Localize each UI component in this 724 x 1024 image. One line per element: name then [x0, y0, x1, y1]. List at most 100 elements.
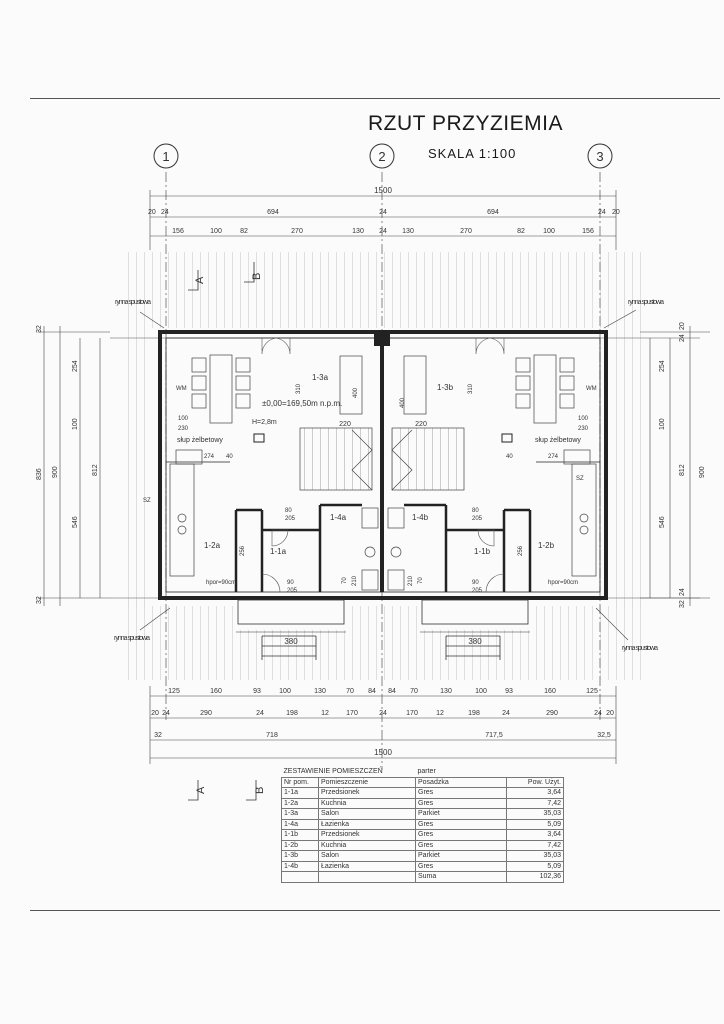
dim-label: 24	[379, 228, 387, 235]
cell-floor: Gres	[415, 797, 507, 809]
dim-label: 900	[52, 466, 59, 478]
sofa-a	[339, 355, 363, 415]
pillar-label-a: słup żelbetowy	[177, 437, 223, 444]
dim-label: 694	[267, 209, 279, 216]
axis-bubble-3: 3	[587, 143, 613, 169]
room-tag: 1-4a	[330, 513, 347, 522]
dim-label: 900	[699, 466, 706, 478]
sz-label: SZ	[143, 498, 151, 504]
dim-label: 12	[436, 710, 444, 717]
roof-hatch-bottom	[124, 600, 642, 680]
dim-label: 256	[518, 545, 524, 556]
dim-label: 90	[472, 580, 479, 586]
cell-room: Łazienka	[318, 860, 416, 872]
sz-label: SZ	[576, 476, 584, 482]
dim-label: 198	[468, 710, 480, 717]
cell-area: 35,03	[506, 808, 564, 820]
cell-floor: Gres	[415, 818, 507, 830]
dim-label: 160	[210, 688, 222, 695]
dim-label: 40	[506, 454, 513, 460]
dim-label: 93	[505, 688, 513, 695]
room-tag: 1-3a	[312, 373, 329, 382]
section-label-b-bottom: B	[254, 787, 266, 794]
table-header: Pow. Użyt.	[506, 776, 564, 788]
dining-set-b	[515, 354, 575, 424]
dim-label: 32	[36, 596, 43, 604]
room-tags: 1-1a 1-2a 1-3a 1-4a 1-1b 1-2b 1-3b 1-4b	[204, 373, 555, 556]
entry-width-b: 380	[468, 637, 482, 646]
cell-area: 5,09	[506, 860, 564, 872]
top-dimension-lines	[149, 190, 617, 250]
dim-label: 24	[679, 588, 686, 596]
dim-label: 130	[440, 688, 452, 695]
gutter-label: rynna spustowa	[622, 645, 658, 652]
dim-label: 205	[287, 588, 298, 594]
dim-label: 100	[659, 418, 666, 430]
table-row: 1-1a Przedsionek Gres 3,64	[281, 787, 564, 799]
gutter-label: rynna spustowa	[114, 635, 150, 642]
axis-label-3: 3	[596, 149, 603, 164]
roof-hatch-top	[124, 252, 642, 332]
hpor-label-a: hpor=90cm	[206, 580, 236, 586]
dim-label: 270	[460, 228, 472, 235]
dim-top-row1: 20 24 694 24 694 24 20	[148, 209, 620, 216]
table-sum-row: Suma 102,36	[281, 871, 564, 883]
stairs-width-a: 220	[339, 421, 351, 428]
dim-label: 82	[240, 228, 248, 235]
cell-floor: Gres	[415, 860, 507, 872]
cell-floor: Parkiet	[415, 850, 507, 862]
cell-number: 1-1a	[281, 787, 319, 799]
dim-label: 812	[92, 464, 99, 476]
dim-label: 400	[400, 397, 406, 408]
cell-room: Kuchnia	[318, 839, 416, 851]
dim-label: 90	[287, 580, 294, 586]
interior-dims: 100 230 100 230 310 400 310 400 274 40 2…	[178, 383, 589, 594]
pillar-b	[501, 433, 513, 443]
dim-label: 205	[472, 516, 483, 522]
dim-label: 198	[286, 710, 298, 717]
dim-label: 546	[659, 516, 666, 528]
stairs-width-b: 220	[415, 421, 427, 428]
cell-floor: Gres	[415, 829, 507, 841]
dim-label: 125	[168, 688, 180, 695]
dim-label: 82	[517, 228, 525, 235]
dim-label: 310	[468, 383, 474, 394]
cell-empty	[281, 871, 319, 883]
dim-label: 130	[352, 228, 364, 235]
cell-number: 1-3a	[281, 808, 319, 820]
room-tag: 1-1b	[474, 547, 491, 556]
dim-label: 125	[586, 688, 598, 695]
room-tag: 1-4b	[412, 513, 429, 522]
cell-area: 7,42	[506, 839, 564, 851]
gutter-label: rynna spustowa	[628, 299, 664, 306]
dim-label: 24	[162, 710, 170, 717]
room-schedule-table: ZESTAWIENIE POMIESZCZEŃ parter Nr pom. P…	[281, 767, 564, 883]
dim-bottom-row1: 125 160 93 100 130 70 84 84 70 130 100 9…	[168, 688, 598, 695]
dim-label: 130	[314, 688, 326, 695]
table-title: ZESTAWIENIE POMIESZCZEŃ	[281, 767, 416, 778]
dim-label: 156	[582, 228, 594, 235]
porch-mask-b	[420, 600, 530, 630]
cell-number: 1-4a	[281, 818, 319, 830]
dim-label: 156	[172, 228, 184, 235]
section-marker-b	[244, 262, 257, 801]
bottom-dimension-lines	[149, 686, 617, 764]
dim-label: 694	[487, 209, 499, 216]
dim-label: 230	[178, 426, 189, 432]
cell-area: 5,09	[506, 818, 564, 830]
dim-label: 210	[408, 575, 414, 586]
cell-room: Przedsionek	[318, 829, 416, 841]
hpor-label-b: hpor=90cm	[548, 580, 578, 586]
sum-label: Suma	[415, 871, 507, 883]
dim-label: 24	[379, 209, 387, 216]
dim-label: 20	[679, 322, 686, 330]
entry-porch-b	[420, 599, 530, 660]
dim-label: 20	[151, 710, 159, 717]
dim-label: 24	[161, 209, 169, 216]
bottom-frame-line	[30, 910, 720, 911]
dim-label: 70	[410, 688, 418, 695]
axis-bubble-2: 2	[369, 143, 395, 169]
cell-area: 35,03	[506, 850, 564, 862]
dim-label: 160	[544, 688, 556, 695]
dim-label: 274	[548, 454, 559, 460]
